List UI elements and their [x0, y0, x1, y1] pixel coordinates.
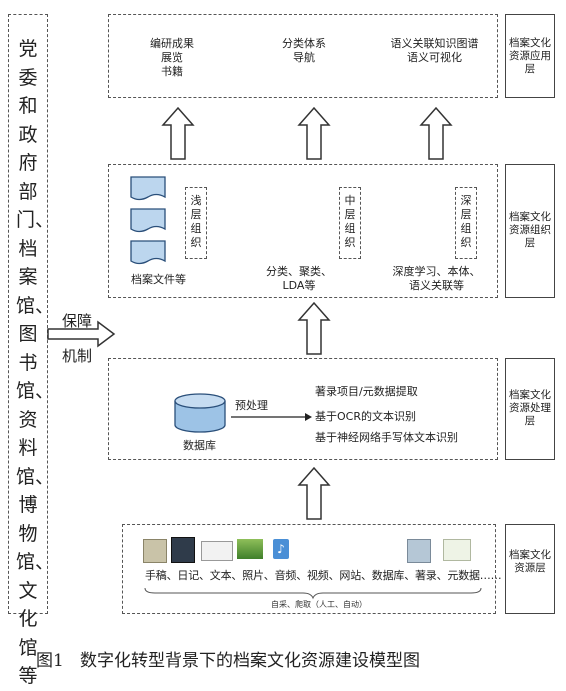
photo-icon [237, 539, 263, 559]
application-item-1: 编研成果 展览 书籍 [150, 37, 194, 78]
application-layer-box: 编研成果 展览 书籍 分类体系 导航 语义关联知识图谱 语义可视化 [108, 14, 498, 98]
figure-caption: 图1 数字化转型背景下的档案文化资源建设模型图 [36, 651, 421, 671]
resource-layer-box: ♪ 手稿、日记、文本、照片、音频、视频、网站、数据库、著录、元数据…… 自采、爬… [122, 524, 502, 614]
up-arrow-processing [297, 466, 331, 520]
collection-brace [144, 587, 482, 600]
application-layer-label: 档案文化资源应用层 [509, 37, 551, 75]
processing-layer-label: 档案文化资源处理层 [509, 389, 551, 427]
resource-layer-label: 档案文化资源层 [509, 549, 551, 574]
organization-layer-label: 档案文化资源组织层 [509, 211, 551, 249]
participants-text: 党委和政府部门、档案馆、图书馆、资料馆、博物馆、文化馆等 [16, 38, 55, 687]
organization-layer-box: 浅层组织 档案文件等 中层组织 分类、聚类、 LDA等 深层组织 深度学习、本体… [108, 164, 498, 298]
processing-layer-box: 数据库 预处理 著录项目/元数据提取 基于OCR的文本识别 基于神经网络手写体文… [108, 358, 498, 460]
collection-label: 自采、爬取（人工、自动） [271, 600, 367, 609]
up-arrow-org [297, 301, 331, 355]
resource-items: 手稿、日记、文本、照片、音频、视频、网站、数据库、著录、元数据…… [145, 569, 502, 582]
application-item-3: 语义关联知识图谱 语义可视化 [390, 37, 479, 64]
up-arrow-app-1 [161, 106, 195, 160]
participants-panel: 党委和政府部门、档案馆、图书馆、资料馆、博物馆、文化馆等 [8, 14, 54, 687]
database-icon [174, 393, 226, 433]
metadata-icon [443, 539, 471, 561]
processing-layer-label-box: 档案文化资源处理层 [505, 358, 555, 460]
text-icon [201, 541, 233, 561]
shallow-org-box: 浅层组织 [185, 187, 207, 259]
application-item-2: 分类体系 导航 [282, 37, 326, 64]
guarantee-label-2: 机制 [62, 347, 93, 365]
database-record-icon [407, 539, 431, 563]
processing-item-3: 基于神经网络手写体文本识别 [315, 431, 458, 444]
audio-icon: ♪ [273, 539, 289, 559]
up-arrow-app-2 [297, 106, 331, 160]
manuscript-icon [143, 539, 167, 563]
processing-item-2: 基于OCR的文本识别 [315, 410, 416, 423]
resource-layer-label-box: 档案文化资源层 [505, 524, 555, 614]
up-arrow-app-3 [419, 106, 453, 160]
database-label: 数据库 [183, 439, 216, 452]
preprocess-arrow [231, 413, 312, 421]
processing-item-1: 著录项目/元数据提取 [315, 385, 418, 398]
document-stack-icon [130, 176, 166, 265]
shallow-caption: 档案文件等 [131, 273, 186, 286]
deep-org-label: 深层组织 [460, 194, 472, 249]
middle-caption: 分类、聚类、 LDA等 [266, 265, 332, 292]
preprocess-label: 预处理 [235, 399, 268, 412]
deep-org-box: 深层组织 [455, 187, 477, 259]
organization-layer-label-box: 档案文化资源组织层 [505, 164, 555, 298]
diary-icon [171, 537, 195, 563]
guarantee-arrow [47, 320, 116, 348]
middle-org-box: 中层组织 [339, 187, 361, 259]
deep-caption: 深度学习、本体、 语义关联等 [392, 265, 481, 292]
application-layer-label-box: 档案文化资源应用层 [505, 14, 555, 98]
middle-org-label: 中层组织 [344, 194, 356, 249]
guarantee-label-1: 保障 [62, 312, 93, 330]
shallow-org-label: 浅层组织 [190, 194, 202, 249]
